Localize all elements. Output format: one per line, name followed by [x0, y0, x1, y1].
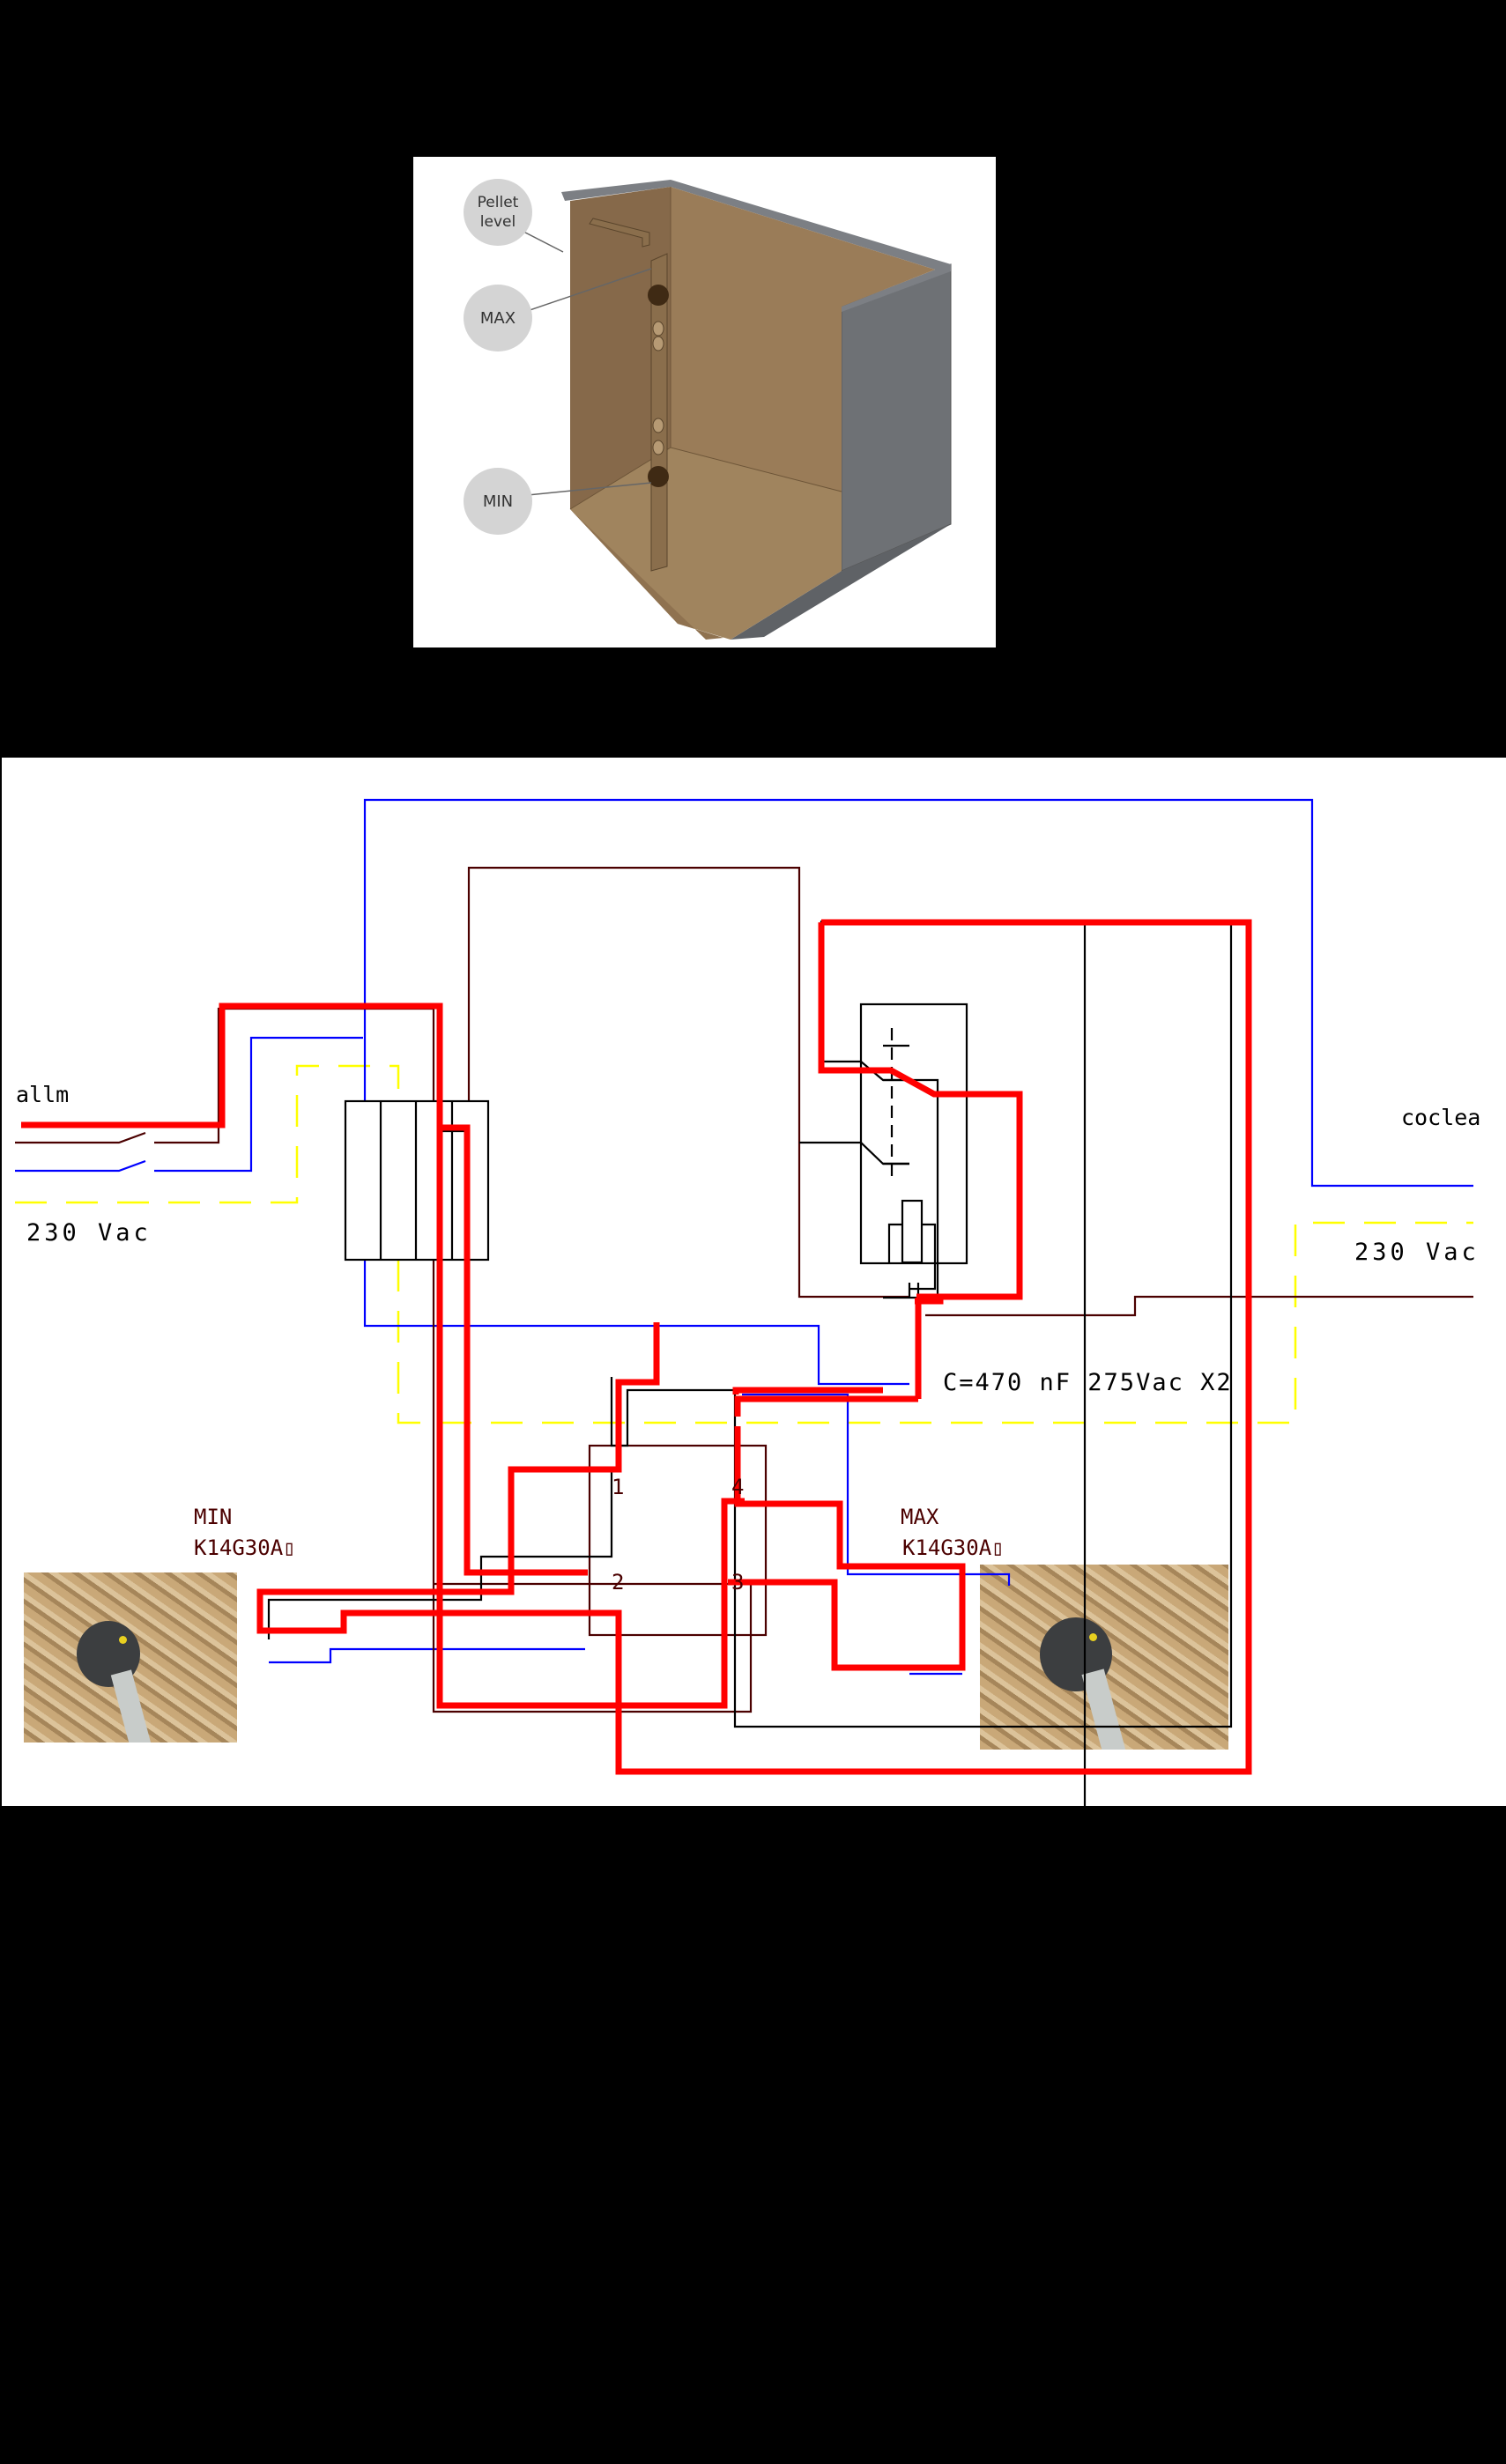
max-sensor-model: K14G30A▯	[902, 1535, 1005, 1560]
terminal-3: 3	[731, 1570, 744, 1595]
output-voltage-label: 230 Vac	[1354, 1239, 1480, 1266]
supply-voltage-label: 230 Vac	[26, 1219, 152, 1247]
terminal-4: 4	[731, 1475, 744, 1499]
hopper-illustration: Pellet level MAX MIN	[413, 157, 996, 647]
max-sensor-photo	[980, 1565, 1228, 1750]
min-sensor-photo	[24, 1572, 237, 1743]
sensor-led	[1089, 1633, 1097, 1641]
min-sensor-title: MIN	[194, 1505, 232, 1529]
min-sensor-model: K14G30A▯	[194, 1535, 296, 1560]
svg-text:MAX: MAX	[480, 309, 516, 328]
supply-label: allm	[16, 1082, 69, 1107]
terminal-2: 2	[612, 1570, 624, 1595]
callout-pellet-level: Pellet level	[464, 179, 532, 246]
svg-text:Pellet: Pellet	[478, 194, 519, 211]
sensor-led	[119, 1636, 127, 1644]
terminal-1: 1	[612, 1475, 624, 1499]
capacitor-label: C=470 nF 275Vac X2	[943, 1369, 1233, 1396]
svg-text:MIN: MIN	[483, 492, 513, 511]
schematic-lines: allm 230 Vac coclea 230 Vac C=470 nF 275…	[15, 798, 1480, 1806]
max-sensor-title: MAX	[901, 1505, 939, 1529]
wiring-schematic: allm 230 Vac coclea 230 Vac C=470 nF 275…	[2, 758, 1506, 1806]
callout-max: MAX	[464, 285, 532, 351]
phase-highlight-wire	[21, 919, 1252, 1775]
callout-min: MIN	[464, 468, 532, 535]
svg-text:level: level	[480, 213, 516, 231]
earth-wire	[15, 1064, 1473, 1424]
output-label: coclea	[1401, 1105, 1480, 1130]
neutral-wire	[15, 798, 1473, 1676]
phase-wire	[15, 866, 1473, 1713]
hopper-drawing: Pellet level MAX MIN	[464, 179, 952, 640]
